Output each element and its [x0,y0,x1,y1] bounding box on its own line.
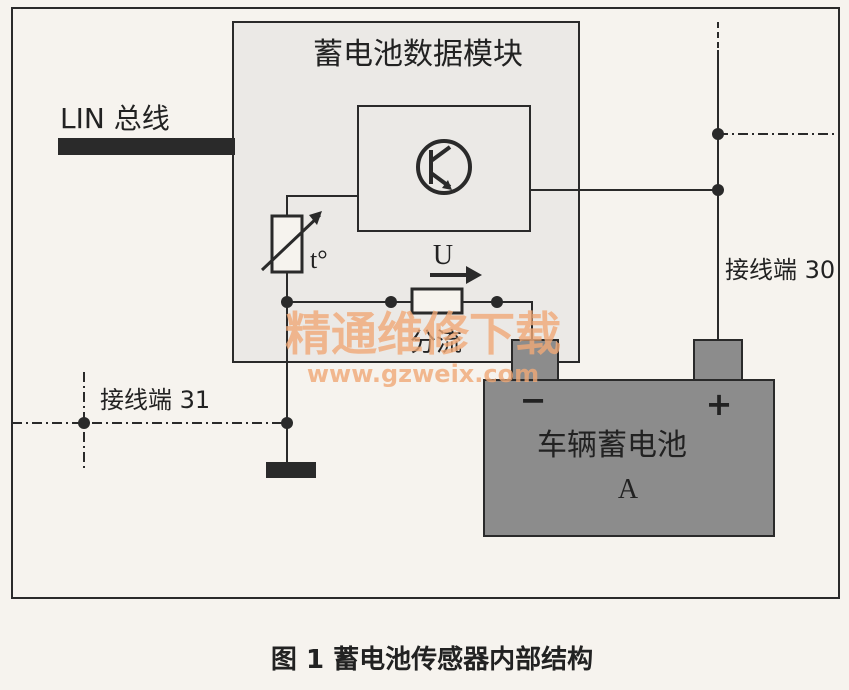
negative-terminal [511,339,559,383]
junction-dot [281,296,293,308]
voltage-arrow-icon [430,266,482,284]
transistor-icon [416,139,472,195]
battery-body [483,379,775,537]
positive-terminal [693,339,743,383]
plus-sign: + [706,385,733,423]
shunt-resistor-icon [410,287,464,315]
lin-bus-bar [58,138,235,155]
junction-dot [385,296,397,308]
watermark-url: www.gzweix.com [307,360,539,388]
watermark-text: 精通维修下载 [285,307,561,361]
battery-id: A [618,474,639,505]
wire-thermistor-top [286,195,358,216]
electronics-unit [357,105,531,232]
junction-dot [712,128,724,140]
shunt-label: 分流 [410,328,462,358]
lin-bus-label: LIN 总线 [60,102,170,135]
temperature-label: t° [310,245,328,274]
battery-name: 车辆蓄电池 [537,428,687,463]
junction-dot [712,184,724,196]
terminal-30-label: 接线端 30 [725,256,835,284]
junction-dot [78,417,90,429]
voltage-label: U [433,240,453,271]
terminal-31-label: 接线端 31 [100,386,210,414]
thermistor-icon [260,211,322,274]
junction-dot [491,296,503,308]
vehicle-battery [483,339,775,537]
module-title: 蓄电池数据模块 [313,37,523,72]
minus-sign: − [520,381,547,419]
junction-dot [281,417,293,429]
wire-shunt-line [286,272,533,345]
figure-caption: 图 1 蓄电池传感器内部结构 [271,645,593,675]
ground-icon [266,462,316,478]
outer-frame [11,7,840,599]
